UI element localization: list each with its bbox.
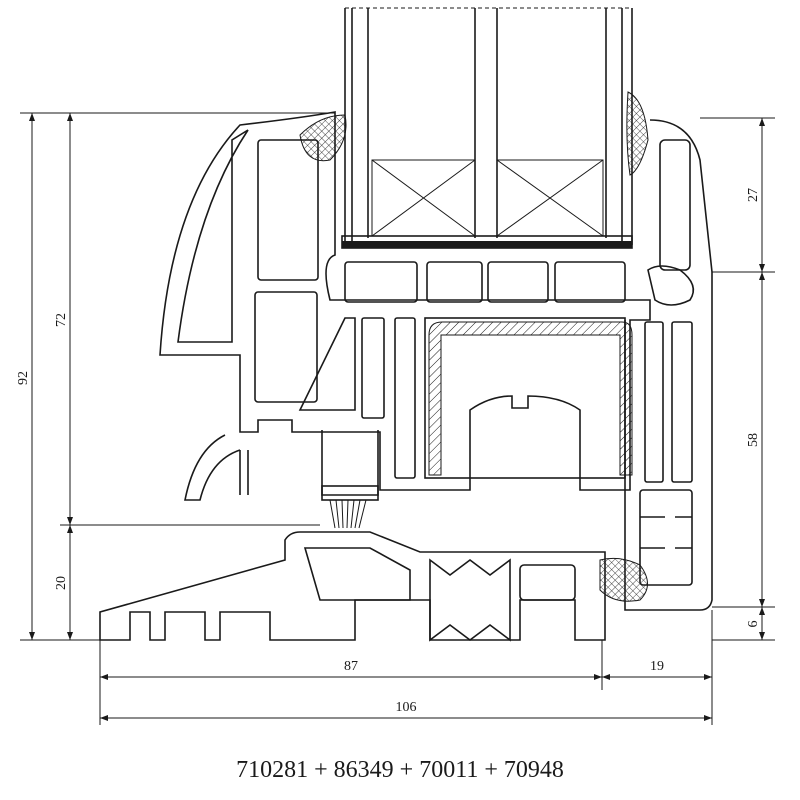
profile-caption: 710281 + 86349 + 70011 + 70948	[236, 757, 564, 783]
dimension-lines	[20, 112, 775, 725]
dim-106: 106	[396, 700, 417, 715]
dim-19: 19	[650, 659, 664, 674]
sash-profile	[159, 111, 693, 501]
brush-seal	[321, 485, 379, 529]
frame-profile	[624, 119, 713, 611]
dim-92: 92	[16, 371, 31, 385]
dim-6: 6	[746, 621, 761, 628]
dim-27: 27	[746, 188, 761, 202]
dim-58: 58	[746, 433, 761, 447]
dim-20: 20	[54, 576, 69, 590]
gaskets	[299, 91, 695, 602]
glazing-unit	[341, 7, 633, 249]
sill-profile	[99, 531, 606, 642]
dim-87: 87	[344, 659, 358, 674]
dim-72: 72	[54, 313, 69, 327]
